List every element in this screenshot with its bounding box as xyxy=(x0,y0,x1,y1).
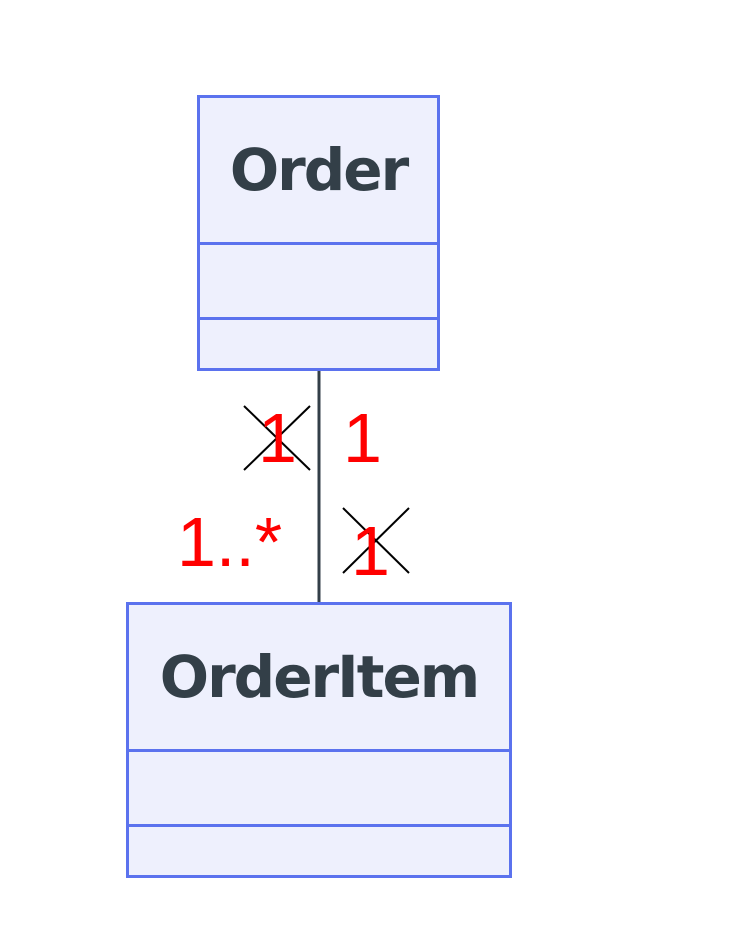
strike-mark-order-end xyxy=(243,405,311,471)
multiplicity-order-right: 1 xyxy=(343,399,382,477)
class-name-orderitem: OrderItem xyxy=(129,605,509,752)
multiplicity-item-left: 1..* xyxy=(177,503,283,581)
class-box-order[interactable]: Order xyxy=(197,95,440,371)
strike-mark-item-end xyxy=(342,507,410,574)
methods-section-order xyxy=(200,320,437,368)
multiplicity-item-right-struck: 1 xyxy=(351,512,390,590)
methods-section-orderitem xyxy=(129,827,509,875)
attributes-section-order xyxy=(200,245,437,320)
multiplicity-order-left-struck: 1 xyxy=(258,399,297,477)
attributes-section-orderitem xyxy=(129,752,509,827)
class-box-orderitem[interactable]: OrderItem xyxy=(126,602,512,878)
class-name-order: Order xyxy=(200,98,437,245)
